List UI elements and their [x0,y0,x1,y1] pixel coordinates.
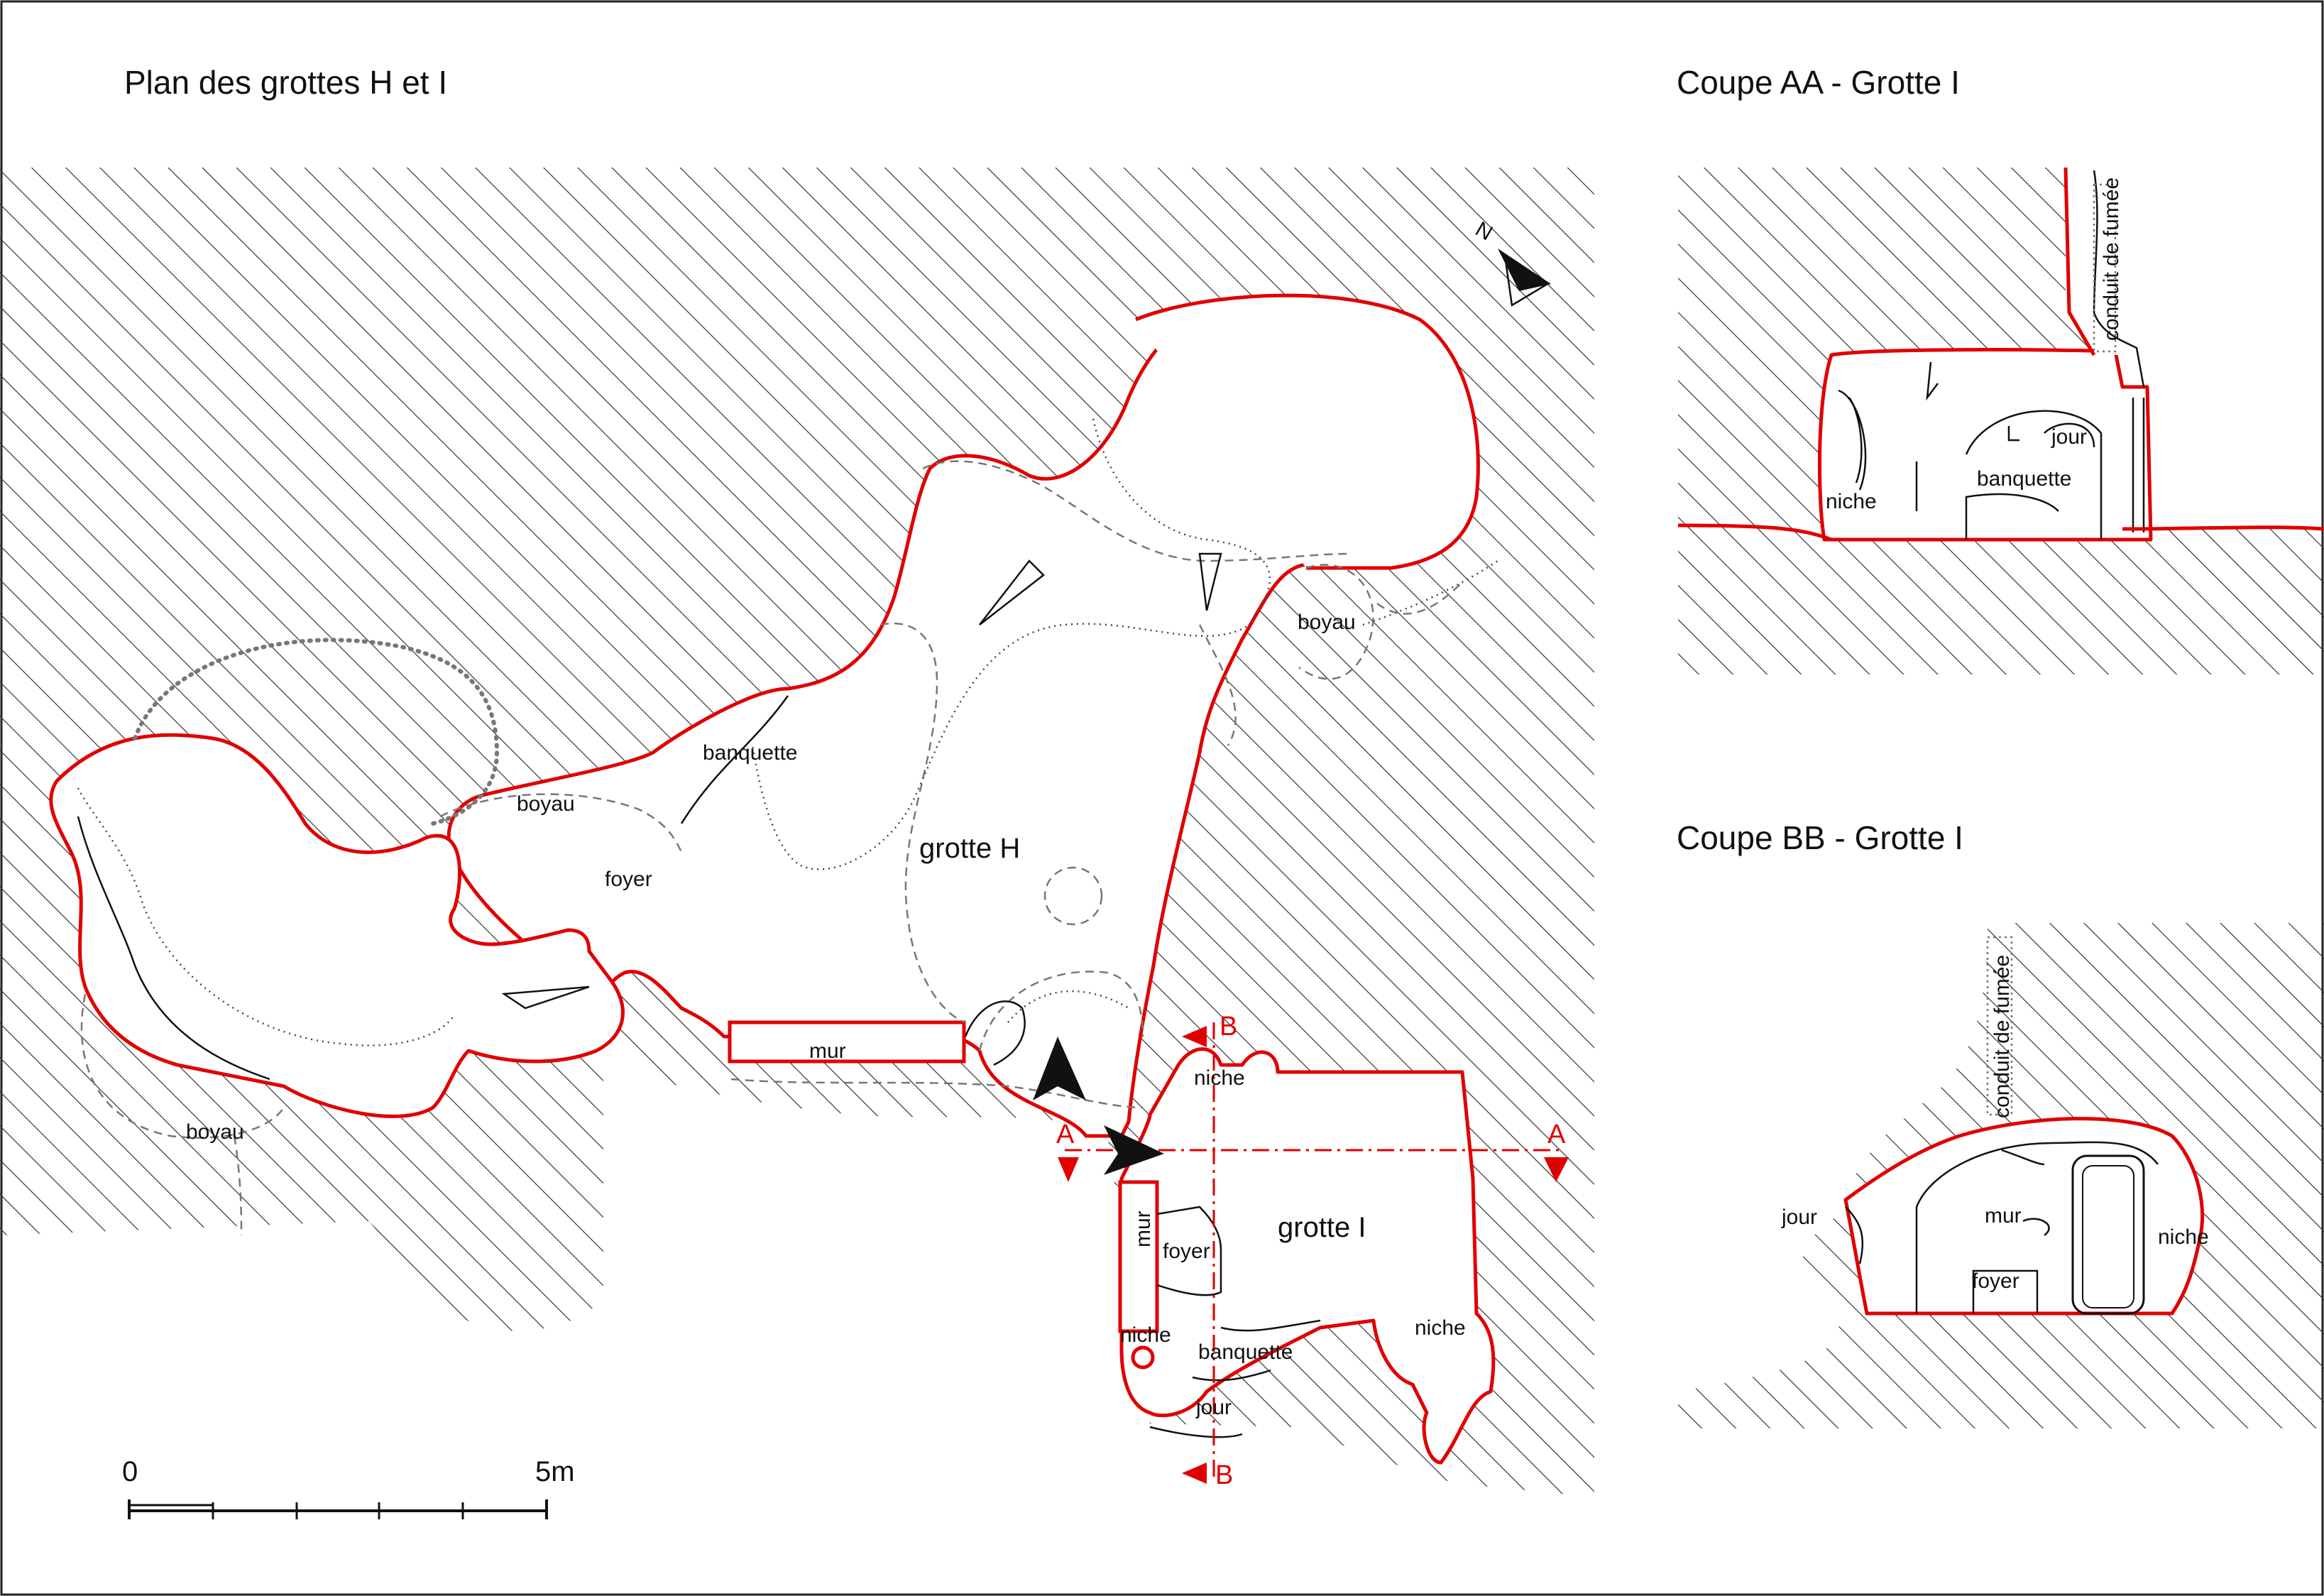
coupe-bb-title: Coupe BB - Grotte I [1677,819,1963,856]
scale-start-label: 0 [122,1456,138,1487]
coupe-bb-label-mur: mur [1985,1204,2022,1228]
section-b-bottom: B [1215,1460,1233,1490]
label-boyau-north: boyau [1298,611,1356,634]
coupe-bb-outline [1843,1117,2205,1316]
section-a-right: A [1547,1120,1566,1149]
label-foyer-i: foyer [1163,1240,1210,1263]
label-boyau-west: boyau [517,792,575,816]
niche-i-left-marker [1131,1345,1155,1370]
label-grotte-h: grotte H [919,833,1020,864]
coupe-bb-label-jour: jour [1781,1206,1817,1229]
section-b-top: B [1219,1012,1237,1042]
scale-end-label: 5m [535,1456,575,1487]
label-foyer-h: foyer [605,868,652,891]
coupe-aa-drawing [1677,167,2324,674]
grotte-h-outline [446,300,1472,1138]
coupe-bb-label-conduit: conduit de fumée [1990,955,2014,1118]
plan-interior-lines [77,253,1550,1438]
scale-bar [128,1499,548,1519]
label-grotte-i: grotte I [1278,1212,1366,1243]
coupe-aa-label-conduit: conduit de fumée [2100,177,2123,341]
section-a-left: A [1056,1120,1075,1149]
label-niche-i-right: niche [1415,1316,1466,1340]
coupe-aa-label-niche: niche [1826,490,1877,513]
section-lines [1033,1022,1569,1484]
label-mur-i: mur [1131,1210,1155,1247]
label-banquette-h: banquette [703,741,797,765]
coupe-aa-label-jour: jour [2051,425,2087,449]
label-niche-i-top: niche [1194,1066,1245,1090]
coupe-bb-label-niche: niche [2158,1225,2209,1249]
label-mur-h: mur [809,1039,846,1063]
label-boyau-south: boyau [186,1120,244,1144]
north-lobe-outline [1135,293,1480,570]
coupe-aa-title: Coupe AA - Grotte I [1677,64,1960,101]
mur-h-wall [728,1020,966,1064]
coupe-bb-label-foyer: foyer [1972,1269,2019,1293]
label-banquette-i: banquette [1198,1340,1293,1364]
west-chamber-outline [49,733,625,1118]
coupe-aa-label-banquette: banquette [1977,467,2071,491]
label-niche-i-left: niche [1120,1323,1171,1347]
label-jour-i: jour [1195,1396,1232,1419]
plan-title: Plan des grottes H et I [124,64,447,101]
mur-i-wall [1118,1180,1159,1333]
coupe-bb-drawing [1678,923,2324,1428]
plan-cave-h [49,293,1480,1138]
